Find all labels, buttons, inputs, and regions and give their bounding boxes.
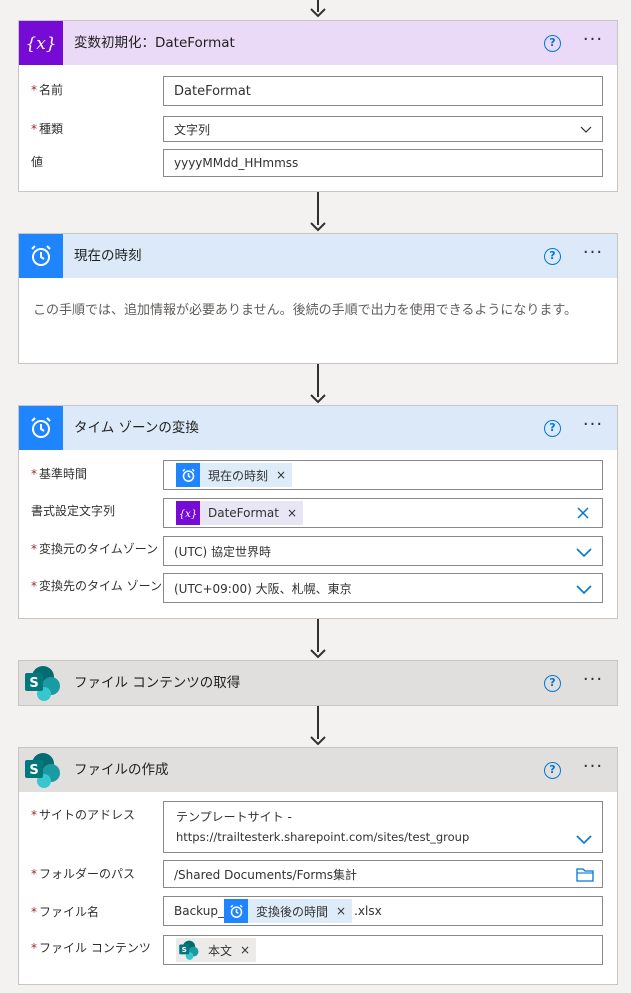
card-title: ファイル コンテンツの取得 — [74, 675, 241, 691]
name-input[interactable]: DateFormat — [163, 76, 603, 106]
flow-arrow — [308, 192, 328, 233]
help-icon[interactable]: ? — [544, 35, 561, 52]
file-name-label: *ファイル名 — [31, 905, 100, 919]
alarm-clock-icon — [176, 463, 200, 487]
token-label: 変換後の時間 — [256, 904, 329, 919]
help-icon[interactable]: ? — [544, 248, 561, 265]
dest-tz-select[interactable]: (UTC+09:00) 大阪、札幌、東京 — [163, 573, 603, 603]
type-select-value: 文字列 — [174, 122, 211, 137]
svg-text:S: S — [182, 945, 187, 954]
variable-icon: {x} — [176, 501, 200, 525]
base-time-input[interactable]: 現在の時刻 × — [163, 460, 603, 490]
dest-tz-value: (UTC+09:00) 大阪、札幌、東京 — [174, 581, 352, 596]
token-label: 現在の時刻 — [208, 468, 269, 483]
alarm-clock-icon — [19, 234, 63, 278]
source-tz-label: *変換元のタイムゾーン — [31, 542, 159, 556]
step-description: この手順では、追加情報が必要ありません。後続の手順で出力を使用できるようになりま… — [33, 303, 578, 318]
more-options-icon[interactable]: ··· — [582, 242, 604, 263]
help-icon[interactable]: ? — [544, 762, 561, 779]
body-token[interactable]: S 本文 × — [176, 938, 257, 962]
folder-path-input[interactable]: /Shared Documents/Forms集計 — [163, 860, 603, 888]
file-name-input[interactable]: Backup_ 変換後の時間 × .xlsx — [163, 896, 603, 926]
chevron-down-icon — [576, 585, 592, 595]
flow-arrow — [308, 364, 328, 405]
base-time-label: *基準時間 — [31, 467, 88, 481]
remove-token-icon[interactable]: × — [240, 943, 251, 957]
more-options-icon[interactable]: ··· — [582, 29, 604, 50]
chevron-down-icon — [576, 835, 592, 845]
site-url: https://trailtesterk.sharepoint.com/site… — [176, 830, 470, 844]
site-address-label: *サイトのアドレス — [31, 808, 136, 822]
create-file-card: S ファイルの作成 ? ··· *サイトのアドレス テンプレートサイト - ht… — [18, 747, 618, 985]
flow-arrow — [308, 0, 328, 20]
file-content-label: *ファイル コンテンツ — [31, 941, 151, 955]
file-name-prefix: Backup_ — [174, 904, 224, 918]
card-title: ファイルの作成 — [74, 762, 169, 778]
svg-text:{x}: {x} — [25, 34, 56, 54]
card-header[interactable]: {x} 変数初期化：DateFormat ? ··· — [19, 21, 617, 65]
source-tz-value: (UTC) 協定世界時 — [174, 544, 271, 559]
svg-text:S: S — [29, 763, 38, 778]
svg-text:S: S — [29, 676, 38, 691]
converted-time-token[interactable]: 変換後の時間 × — [224, 899, 353, 923]
more-options-icon[interactable]: ··· — [582, 756, 604, 777]
alarm-clock-icon — [19, 406, 63, 450]
token-label: 本文 — [208, 943, 233, 958]
card-title: タイム ゾーンの変換 — [74, 420, 199, 436]
clear-icon[interactable] — [576, 506, 590, 520]
folder-path-label: *フォルダーのパス — [31, 867, 136, 881]
site-name: テンプレートサイト - — [176, 810, 292, 824]
convert-time-zone-card: タイム ゾーンの変換 ? ··· *基準時間 現在の時刻 × 書式設定文字列 {… — [18, 405, 618, 619]
sharepoint-icon: S — [19, 661, 63, 705]
help-icon[interactable]: ? — [544, 675, 561, 692]
card-header[interactable]: S ファイルの作成 ? ··· — [19, 748, 617, 792]
remove-token-icon[interactable]: × — [286, 506, 298, 520]
value-input[interactable]: yyyyMMdd_HHmmss — [163, 149, 603, 177]
card-title: 現在の時刻 — [74, 248, 142, 264]
format-string-label: 書式設定文字列 — [31, 504, 116, 518]
svg-text:{x}: {x} — [179, 509, 197, 520]
more-options-icon[interactable]: ··· — [582, 414, 604, 435]
value-label: 値 — [31, 155, 44, 169]
flow-arrow — [308, 706, 328, 747]
help-icon[interactable]: ? — [544, 420, 561, 437]
remove-token-icon[interactable]: × — [336, 904, 347, 918]
folder-path-value: /Shared Documents/Forms集計 — [174, 867, 358, 882]
type-select[interactable]: 文字列 — [163, 116, 603, 142]
card-title: 変数初期化：DateFormat — [74, 35, 235, 51]
type-label: *種類 — [31, 122, 64, 136]
flow-arrow — [308, 619, 328, 660]
chevron-down-icon — [580, 126, 592, 133]
alarm-clock-icon — [224, 899, 248, 923]
current-time-token[interactable]: 現在の時刻 × — [176, 463, 293, 487]
card-header[interactable]: 現在の時刻 ? ··· — [19, 234, 617, 278]
card-header[interactable]: S ファイル コンテンツの取得 ? ··· — [19, 661, 617, 705]
site-address-select[interactable]: テンプレートサイト - https://trailtesterk.sharepo… — [163, 801, 603, 853]
get-file-content-card: S ファイル コンテンツの取得 ? ··· — [18, 660, 618, 706]
source-tz-select[interactable]: (UTC) 協定世界時 — [163, 536, 603, 566]
token-label: DateFormat — [208, 506, 279, 520]
name-label: *名前 — [31, 83, 64, 97]
remove-token-icon[interactable]: × — [276, 468, 287, 482]
chevron-down-icon — [576, 548, 592, 558]
more-options-icon[interactable]: ··· — [582, 669, 604, 690]
current-time-card: 現在の時刻 ? ··· この手順では、追加情報が必要ありません。後続の手順で出力… — [18, 233, 618, 364]
folder-icon[interactable] — [576, 867, 594, 882]
variable-icon: {x} — [19, 21, 63, 65]
card-header[interactable]: タイム ゾーンの変換 ? ··· — [19, 406, 617, 450]
file-name-suffix: .xlsx — [354, 904, 382, 918]
format-string-input[interactable]: {x} DateFormat × — [163, 498, 603, 528]
sharepoint-icon: S — [176, 938, 200, 962]
dateformat-token[interactable]: {x} DateFormat × — [176, 501, 304, 525]
sharepoint-icon: S — [19, 748, 63, 792]
file-content-input[interactable]: S 本文 × — [163, 935, 603, 965]
dest-tz-label: *変換先のタイム ゾーン — [31, 579, 162, 593]
initialize-variable-card: {x} 変数初期化：DateFormat ? ··· *名前 DateForma… — [18, 20, 618, 192]
